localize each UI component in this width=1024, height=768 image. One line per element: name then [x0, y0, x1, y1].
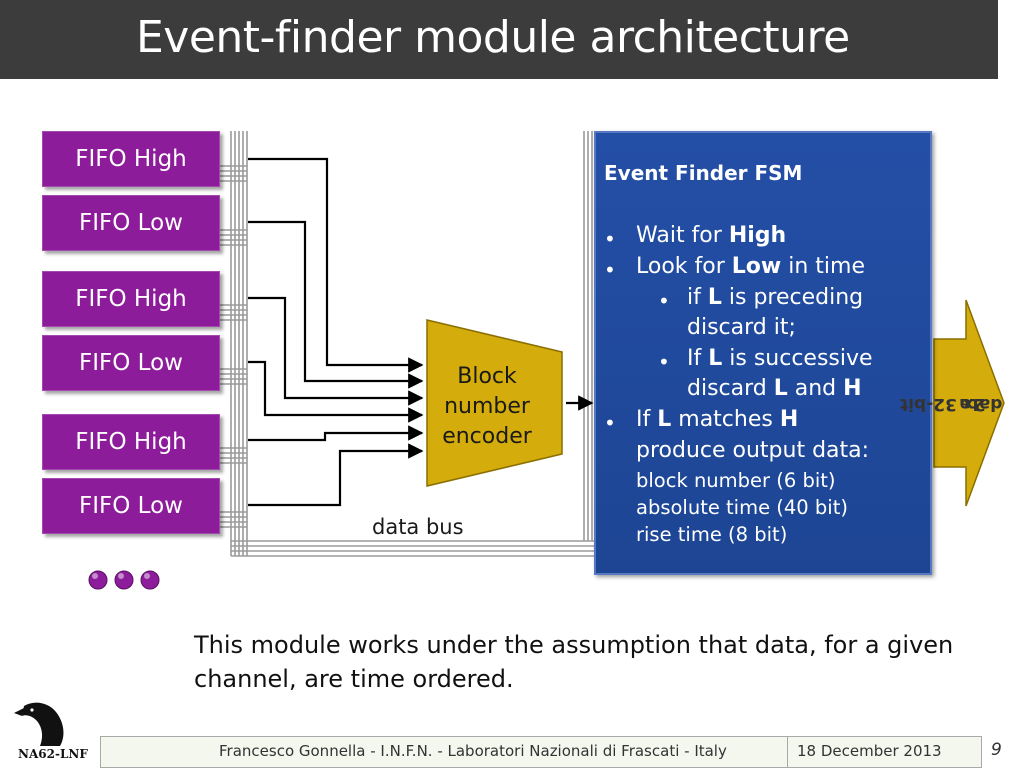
vertical-bus — [230, 131, 248, 556]
fsm-wait-item: Wait for High — [636, 223, 787, 248]
bullet-icon: • — [604, 227, 616, 251]
caption-text: This module works under the assumption t… — [194, 631, 954, 693]
fsm-look-item: Look for Low in time — [636, 254, 865, 279]
footer-bar: Francesco Gonnella - I.N.F.N. - Laborato… — [100, 736, 982, 768]
block-number-encoder — [426, 319, 563, 487]
footer-divider — [787, 737, 788, 767]
title-bar — [0, 0, 998, 79]
fsm-title: Event Finder FSM — [604, 161, 803, 185]
fsm-field-block-number: block number (6 bit) — [636, 469, 836, 492]
page-number: 9 — [991, 740, 1002, 760]
fsm-preceding-line2: discard it; — [687, 315, 796, 340]
bullet-icon: • — [658, 350, 670, 374]
fifo-high-1: FIFO High — [42, 131, 220, 187]
encoder-label: Block number encoder — [442, 364, 532, 449]
bullet-icon: • — [604, 258, 616, 282]
fsm-successive-line2: discard L and H — [687, 376, 862, 401]
event-finder-fsm: Event Finder FSM • Wait for High • Look … — [594, 131, 932, 575]
bullet-icon: • — [604, 411, 616, 435]
bullet-icon: • — [658, 289, 670, 313]
fifo-low-1: FIFO Low — [42, 195, 220, 251]
fifo-high-3: FIFO High — [42, 414, 220, 470]
fifo-bus-stubs — [220, 165, 247, 528]
fsm-preceding-item: if L is preceding — [687, 285, 864, 310]
fsm-produce-line: produce output data: — [636, 438, 870, 463]
output-arrow — [933, 299, 1005, 507]
footer-date: 18 December 2013 — [797, 742, 942, 760]
output-label: 2x 32-bit data — [900, 393, 1003, 414]
fifo-high-2: FIFO High — [42, 271, 220, 327]
fsm-field-rise-time: rise time (8 bit) — [636, 523, 788, 546]
data-bus-label: data bus — [372, 515, 464, 539]
more-fifos-ellipsis — [88, 570, 160, 590]
fsm-successive-item: If L is successive — [687, 346, 873, 371]
data-bus-lines — [231, 540, 596, 557]
slide-title: Event-finder module architecture — [136, 12, 850, 63]
fifo-low-2: FIFO Low — [42, 335, 220, 391]
encoder-signals — [248, 157, 594, 507]
logo-text: NA62-LNF — [18, 747, 88, 761]
na62-logo-icon — [14, 702, 64, 746]
footer-author: Francesco Gonnella - I.N.F.N. - Laborato… — [219, 742, 727, 760]
fsm-match-item: If L matches H — [636, 407, 799, 432]
fsm-field-absolute-time: absolute time (40 bit) — [636, 496, 848, 519]
fifo-low-3: FIFO Low — [42, 478, 220, 534]
